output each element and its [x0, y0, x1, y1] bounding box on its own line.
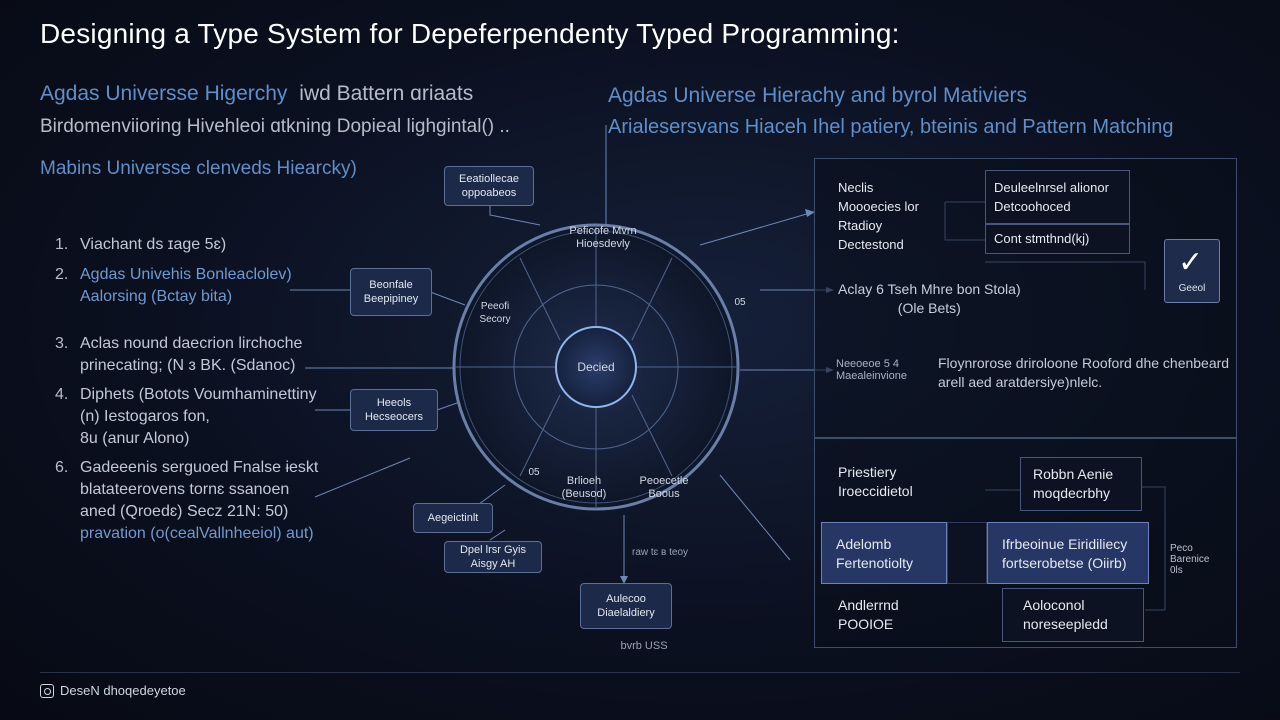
panel-bottom-highlight-1-text: Adelomb Fertenotiolty	[836, 536, 914, 571]
panel-bottom-highlight-2[interactable]: Ifrbeoinue Eiridiliecy fortserobetse (Oi…	[987, 522, 1149, 584]
panel-top-caption: Aclay 6 Tseh Mhre bon Stola) (Ole Bets)	[838, 281, 1021, 316]
panel-bottom-highlight-2-text: Ifrbeoinue Eiridiliecy fortserobetse (Oi…	[1002, 536, 1128, 571]
list-number: 1.	[55, 236, 69, 253]
ring-bottom-label-1: Brlioeh (Beusod)	[561, 475, 607, 500]
panel-top-box-1-text: Deuleelnrsel alionor Detcoohoced	[994, 180, 1109, 214]
list-number: 2.	[55, 266, 69, 283]
ring-bottom-label-2: Peoecetle Boous	[639, 475, 689, 500]
list-text: (n) Iestogaros fon,	[80, 408, 210, 425]
ring-left-label: Peeofi Secory	[479, 301, 511, 325]
panel-bottom-box-2-text: Aoloconol noreseepledd	[1023, 597, 1108, 632]
panel-bottom-text-1: Priestiery Iroeccidietol	[838, 464, 913, 499]
list-text: Diphets (Botots Voumhaminettiny	[80, 386, 317, 403]
diagram-node-4[interactable]: Aegeictinlt	[413, 503, 493, 533]
diagram-caption-1: raw tɛ ʙ teoy	[631, 547, 689, 558]
subtitle-left-1-main: Agdas Universse Higerchy	[40, 82, 288, 105]
subtitle-right-2: Arialesersvans Hiaceh Ihel patiery, btei…	[608, 116, 1174, 138]
page-title: Designing a Type System for Depeferpende…	[40, 18, 900, 49]
checkmark-icon: ✓	[1178, 246, 1204, 279]
footer-text: DeseN dhoqedeyetoe	[60, 683, 186, 698]
list-text: Aclas nound daecrion lirchoche	[80, 335, 303, 352]
subtitle-right-1: Agdas Universe Hierachy and byrol Mativi…	[608, 84, 1028, 107]
panel-bottom-highlight-1[interactable]: Adelomb Fertenotiolty	[821, 522, 947, 584]
list-text: 8u (anur Alono)	[80, 430, 190, 447]
list-number: 4.	[55, 386, 69, 403]
subtitle-left-1: Agdas Universse Higerchy iwd Battern ɑri…	[40, 82, 473, 106]
footer-divider	[40, 672, 1240, 673]
subtitle-left-1-tail: iwd Battern ɑriaats	[299, 82, 474, 105]
diagram-node-1[interactable]: Eeatiollecae oppoabeos	[444, 166, 534, 206]
panel-bottom-box-2[interactable]: Aoloconol noreseepledd	[1002, 588, 1144, 642]
logo-icon	[40, 684, 54, 698]
footer: DeseN dhoqedeyetoe	[40, 683, 186, 698]
list-text: blatateerovens tornɛ ssanoen	[80, 481, 290, 498]
diagram-caption-2: bvrb USS	[620, 640, 668, 652]
panel-bottom-text-2: Andlerrnd POOIOE	[838, 597, 899, 632]
panel-bottom-box-1[interactable]: Robbn Aenie moqdecrbhy	[1020, 457, 1142, 511]
ring-bl-label: 05	[528, 467, 540, 478]
list-number: 3.	[55, 335, 69, 352]
subtitle-left-2: Birdomenviioring Hivehleoi ɑtkning Dopie…	[40, 116, 510, 137]
check-button[interactable]: ✓ Geeol	[1164, 239, 1220, 303]
ring-top-label: Peficofe Mvrn Hioesdevly	[569, 225, 637, 250]
panel-top-side-text: Floynrorose driroloone Rooford dhe chenb…	[938, 355, 1230, 390]
subtitle-left-3: Mabins Universse clenveds Hiearcky)	[40, 158, 357, 179]
center-label: Decied	[577, 360, 615, 374]
diagram-node-2[interactable]: Beonfale Beepipiney	[350, 268, 432, 316]
center-node[interactable]	[555, 326, 637, 408]
list-text: Aalorsing (Bctay bita)	[80, 288, 233, 305]
panel-top-box-2[interactable]: Cont stmthnd(kj)	[985, 224, 1130, 254]
panel-bottom-spacer	[947, 522, 987, 584]
panel-top-box-1[interactable]: Deuleelnrsel alionor Detcoohoced	[985, 170, 1130, 224]
list-text: prinecating; (N ɜ BK. (Sdanoc)	[80, 357, 296, 374]
check-button-label: Geeol	[1178, 283, 1206, 294]
panel-top-side-label: Neeoeoe 5 4 Maealeinvione	[836, 358, 907, 382]
list-text: Gadeeenis serguoed Fnalse ɨeskt	[80, 459, 319, 476]
diagram-node-5[interactable]: Dpel lrsr Gyis Aisgy AH	[444, 541, 542, 573]
list-text: pravation (o(cealVallnheeiol) aut)	[80, 525, 314, 542]
panel-top-text: Neclis Moooecies lor Rtadioy Dectestond	[838, 180, 919, 252]
list-text: Agdas Univehis Bonleaclolev)	[80, 266, 292, 283]
list-text: aned (Qroedɛ) Secz 21N: 50)	[80, 503, 289, 520]
diagram-node-3[interactable]: Heeols Hecseocers	[350, 389, 438, 431]
panel-bottom-box-1-text: Robbn Aenie moqdecrbhy	[1033, 466, 1114, 501]
list-text: Viachant ds ɪage 5ɛ)	[80, 236, 227, 253]
panel-bottom-side: Peco Barenice 0ls	[1170, 543, 1210, 576]
panel-top-box-2-text: Cont stmthnd(kj)	[994, 231, 1090, 246]
ring-right-label: 05	[734, 297, 746, 308]
list-number: 6.	[55, 459, 69, 476]
diagram-node-6[interactable]: Aulecoo Diaelaldiery	[580, 583, 672, 629]
